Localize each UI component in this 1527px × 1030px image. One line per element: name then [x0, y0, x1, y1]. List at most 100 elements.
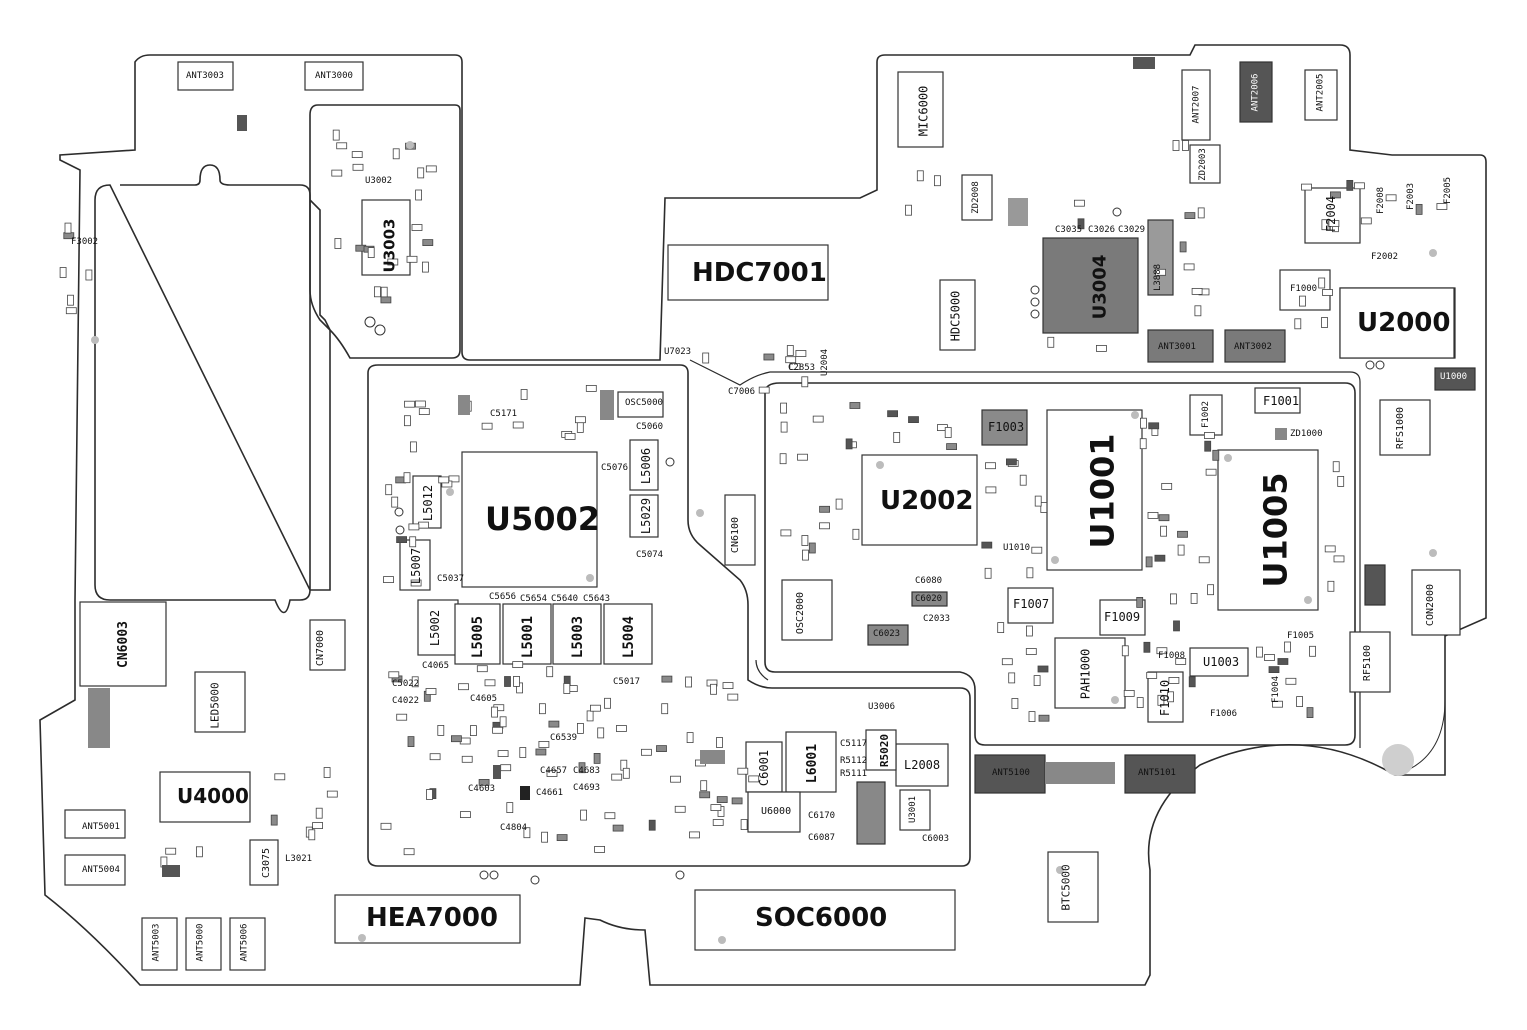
smd-pad	[585, 384, 597, 392]
ant5003-body	[141, 917, 178, 971]
label-rf5100: RF5100	[1362, 644, 1374, 682]
smd-pad	[797, 453, 808, 461]
smd-pad	[1296, 696, 1303, 707]
smd-pad	[458, 683, 469, 691]
smd-pad	[332, 129, 340, 141]
smd-pad	[1309, 645, 1316, 657]
smd-pad	[1139, 438, 1147, 450]
label-l5003: L5003	[570, 615, 587, 659]
smd-pad	[1047, 336, 1055, 348]
ant5001-body	[64, 809, 126, 839]
smd-pad	[597, 727, 605, 739]
smd-pad	[373, 286, 381, 298]
l5006-body	[629, 439, 659, 491]
label-f1009: F1009	[1104, 610, 1141, 624]
label-f2005: F2005	[1443, 176, 1454, 205]
smd-pad	[437, 725, 445, 736]
label-c3075: C3075	[261, 847, 273, 879]
smd-pad	[396, 536, 408, 543]
label-ant5100: ANT5100	[992, 768, 1030, 778]
ant2007-body	[1181, 69, 1211, 141]
smd-pad	[414, 400, 426, 408]
smd-pad	[1268, 666, 1280, 673]
smd-pad	[689, 831, 700, 839]
smd-pad	[985, 486, 997, 494]
smd-pad	[1147, 512, 1159, 519]
label-f1008: F1008	[1158, 651, 1186, 661]
label-r5111: R5111	[840, 769, 868, 779]
board-left-edge	[39, 44, 1487, 986]
label-l5029: L5029	[639, 497, 654, 535]
smd-pad	[593, 753, 601, 764]
label-cn6003: CN6003	[115, 621, 131, 668]
u2000-body	[1339, 287, 1455, 359]
smd-pad	[1028, 711, 1036, 722]
label-f1004: F1004	[1271, 675, 1282, 704]
u1002-body	[1364, 564, 1386, 606]
label-c5643: C5643	[583, 594, 611, 604]
smd-pad	[64, 222, 72, 234]
smd-pad	[699, 791, 711, 799]
label-pah1000: PAH1000	[1078, 648, 1093, 700]
osc2000-body	[781, 579, 833, 641]
label-u3003: U3003	[380, 218, 399, 273]
label-c6023: C6023	[873, 629, 901, 639]
smd-pad	[1205, 468, 1217, 476]
ant5004-body	[64, 854, 126, 886]
smd-pad	[1154, 554, 1166, 562]
smd-pad	[1264, 654, 1275, 661]
smd-pad	[737, 767, 749, 775]
smd-pad	[727, 693, 739, 701]
smd-pad	[334, 238, 342, 249]
label-cn7000: CN7000	[315, 629, 327, 667]
smd-pad	[411, 676, 419, 688]
smd-pad	[1096, 344, 1107, 352]
smd-pad	[563, 683, 571, 694]
smd-pad	[1277, 658, 1289, 665]
f1003-body	[981, 409, 1028, 446]
smd-pad	[1173, 620, 1180, 632]
smd-pad	[1327, 580, 1335, 592]
smd-pad	[403, 472, 411, 484]
smd-pad	[984, 567, 992, 579]
smd-pad	[461, 755, 473, 763]
label-l5002: L5002	[428, 609, 443, 647]
smd-pad	[1284, 641, 1291, 653]
label-mic6000: MIC6000	[916, 85, 931, 137]
smd-pad	[576, 421, 584, 433]
smd-pad	[519, 747, 527, 758]
l2008-body	[895, 743, 949, 787]
label-f2003: F2003	[1406, 182, 1417, 211]
label-osc2000: OSC2000	[795, 591, 807, 635]
u6000-body	[747, 791, 801, 833]
f1007-body	[1007, 587, 1054, 624]
smd-pad	[426, 789, 433, 800]
label-l5007: L5007	[409, 547, 424, 585]
shield-u1001	[764, 382, 1356, 746]
smd-pad	[887, 410, 898, 418]
label-f1010: F1010	[1158, 679, 1173, 717]
smd-pad	[845, 438, 853, 450]
smd-pad	[491, 706, 499, 718]
smd-pad	[380, 296, 392, 304]
smd-pad	[1177, 530, 1188, 538]
ant5100-body	[974, 754, 1046, 794]
smd-pad	[1360, 217, 1372, 225]
label-c4603: C4603	[468, 784, 496, 794]
hdc5000-body	[939, 279, 976, 351]
smd-pad	[1168, 677, 1180, 684]
label-c4605: C4605	[470, 694, 498, 704]
label-ant2006: ANT2006	[1250, 73, 1261, 112]
u1001-body	[1046, 409, 1143, 571]
label-l5005: L5005	[470, 615, 487, 659]
smd-pad	[1034, 495, 1042, 507]
smd-pad	[674, 805, 686, 813]
label-c4661: C4661	[536, 788, 564, 798]
smd-pad	[425, 688, 437, 695]
smd-pad	[1415, 203, 1423, 215]
label-c5074: C5074	[636, 550, 664, 560]
smd-pad	[594, 846, 605, 853]
label-c5060: C5060	[636, 422, 664, 432]
smd-pad	[611, 773, 623, 781]
